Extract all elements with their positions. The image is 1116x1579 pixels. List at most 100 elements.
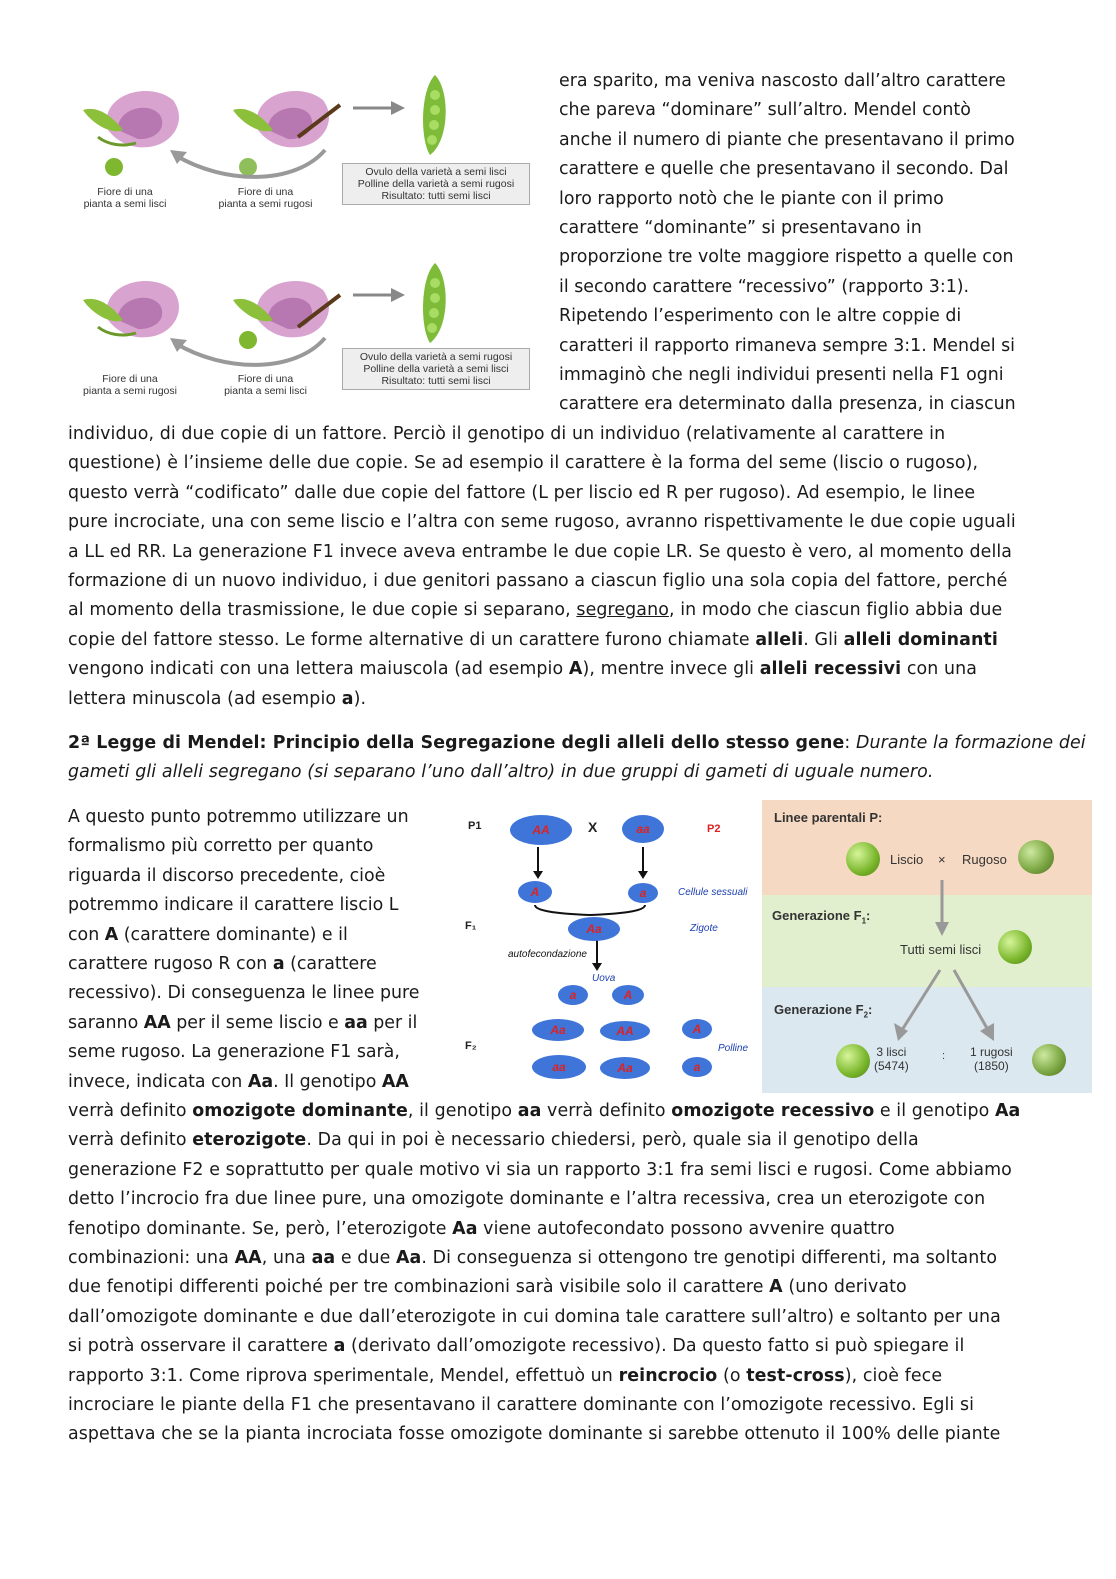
text-line: con A (carattere dominante) e il [68,924,348,945]
genotype-Aa-f1: Aa [568,917,620,941]
text-line: a LL ed RR. La generazione F1 invece ave… [68,541,1013,562]
label-flower-wrinkled-top: Fiore di una pianta a semi rugosi [218,186,313,210]
text-line: era sparito, ma veniva nascosto dall’alt… [559,71,1006,91]
label-self-fertilization: autofecondazione [508,949,587,960]
law-statement: 2ª Legge di Mendel: Principio della Segr… [68,729,1086,788]
text-line: anche il numero di piante che presentava… [559,129,1015,150]
text-line: caratteri il rapporto rimaneva sempre 3:… [559,335,1015,356]
text-line: Ripetendo l’esperimento con le altre cop… [559,306,962,327]
text-line: riguarda il discorso precedente, cioè [68,865,386,886]
text-line: carattere era determinato dalla presenza… [559,394,1016,415]
text-line: generazione F2 e soprattutto per quale m… [68,1159,1012,1180]
text-line: saranno AA per il seme liscio e aa per i… [68,1012,418,1033]
flower-illustration-top-left [83,91,179,176]
text-line: rapporto 3:1. Come riprova sperimentale,… [68,1365,943,1386]
text-line: pure incrociate, una con seme liscio e l… [68,512,1016,533]
left-column-text: A questo punto potremmo utilizzare un fo… [68,803,438,1097]
pollen-A: A [682,1019,712,1039]
f2-smooth-count: 3 lisci (5474) [874,1045,909,1073]
label-eggs: Uova [592,973,616,984]
punnett-cell: Aa [600,1057,650,1079]
text-line: questione) è l’insieme delle due copie. … [68,453,979,474]
label-zygote: Zigote [690,923,718,934]
text-line: verrà definito eterozigote. Da qui in po… [68,1130,919,1151]
text-line: questo verrà “codificato” dalle due copi… [68,482,976,503]
smooth-label: Liscio [890,852,924,867]
result-box-top: Ovulo della varietà a semi lisci Polline… [342,163,530,205]
bold-term: alleli recessivi [759,659,902,680]
smooth-pea-icon [846,842,880,876]
flower-illustration-bottom-left [83,281,179,338]
pollen-a: a [682,1057,712,1077]
cross-arrow-bottom [170,336,327,367]
text-line: copie del fattore stesso. Le forme alter… [68,629,998,650]
gamete-a: a [628,883,658,903]
law-title: 2ª Legge di Mendel: Principio della Segr… [68,733,845,753]
text-line: incrociare le piante della F1 che presen… [68,1395,975,1416]
text-line: combinazioni: una AA, una aa e due Aa. D… [68,1248,998,1269]
label-flower-smooth-bottom: Fiore di una pianta a semi lisci [224,373,307,397]
bold-term: alleli dominanti [843,629,998,650]
label-p1: P1 [468,820,482,832]
pea-pod-top [423,75,446,155]
cross-symbol: X [588,819,598,835]
arrow-p-to-f1 [935,880,949,936]
right-column-text: era sparito, ma veniva nascosto dall’alt… [559,67,1049,420]
genotype-aa-parent: aa [622,815,664,843]
label-f1: F₁ [465,920,477,932]
text-line: carattere rugoso R con a (carattere [68,954,377,975]
label-f2: F₂ [465,1040,477,1052]
label-flower-wrinkled-bottom: Fiore di una pianta a semi rugosi [83,373,177,397]
wrinkled-label: Rugoso [962,852,1007,867]
text-line: loro rapporto notò che le piante con il … [559,188,944,209]
cross-arrow-top [170,148,327,179]
f2-wrinkled-count: 1 rugosi (1850) [970,1045,1013,1073]
paragraph-genotype: individuo, di due copie di un fattore. P… [68,420,1043,714]
punnett-cell: Aa [532,1019,584,1041]
result-arrow-bottom [353,288,405,302]
bold-term: alleli [755,629,804,650]
arrows-f1-to-f2 [894,969,994,1041]
f1-title: Generazione F1: [772,908,871,926]
text-line: si potrà osservare il carattere a (deriv… [68,1336,965,1357]
f2-wrinkled-pea-icon [1032,1044,1066,1076]
f1-pea-icon [998,930,1032,964]
f2-ratio-separator: : [942,1050,946,1062]
text-line: due fenotipi differenti poiché per tre c… [68,1277,907,1298]
times-symbol: × [938,852,946,867]
text-line: individuo, di due copie di un fattore. P… [68,424,946,444]
text-line: carattere e quelle che presentavano il s… [559,159,1009,180]
text-line: 2ª Legge di Mendel: Principio della Segr… [68,733,1086,753]
result-box-bottom: Ovulo della varietà a semi rugosi Pollin… [342,348,530,390]
text-line: dall’omozigote dominante e due dall’eter… [68,1306,1001,1327]
text-line: il secondo carattere “recessivo” (rappor… [559,276,970,297]
flower-illustration-bottom-right [233,281,342,349]
text-line: gameti gli alleli segregano (si separano… [68,762,934,783]
text-line: carattere “dominante” si presentavano in [559,218,922,239]
pea-pod-bottom [423,263,446,343]
punnett-cell: aa [532,1055,586,1079]
text-line: detto l’incrocio fra due linee pure, una… [68,1189,986,1210]
text-line: A questo punto potremmo utilizzare un [68,807,409,827]
text-line: immaginò che negli individui presenti ne… [559,365,1004,386]
text-line: al momento della trasmissione, le due co… [68,600,1003,621]
f1-result-text: Tutti semi lisci [900,942,982,957]
label-sex-cells: Cellule sessuali [678,887,748,898]
label-p2: P2 [707,823,721,835]
wrinkled-pea-icon [1018,840,1054,874]
gamete-A: A [518,881,552,903]
underlined-term: segregano [576,600,669,621]
text-line: aspettava che se la pianta incrociata fo… [68,1424,1001,1445]
text-line: formazione di un nuovo individuo, i due … [68,571,1008,592]
text-line: formalismo più corretto per quanto [68,836,374,857]
result-arrow-top [353,101,405,115]
punnett-cell: AA [600,1021,650,1041]
arrows-parents-to-gametes [533,847,648,971]
panel-f1 [762,895,1092,987]
panel-f2 [762,987,1092,1093]
phenotype-panel: Linee parentali P: Liscio × Rugoso Gener… [762,800,1092,1093]
paragraph-genotypes: verrà definito omozigote dominante, il g… [68,1097,1043,1450]
flower-illustration-top-right [233,91,342,176]
f2-title: Generazione F2: [774,1002,873,1020]
label-pollen: Polline [718,1043,749,1054]
